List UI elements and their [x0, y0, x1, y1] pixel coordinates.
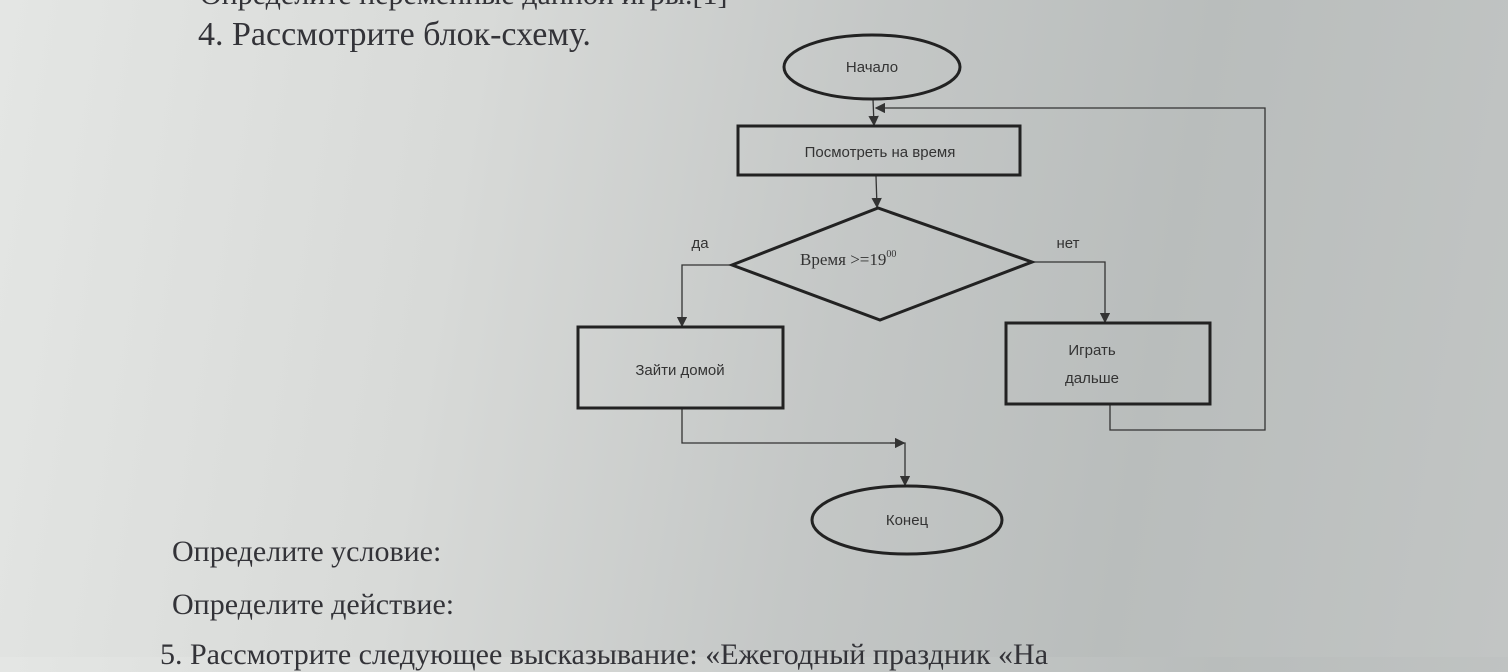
arrow-step-to-condition [871, 175, 882, 209]
end-label: Конец [886, 512, 929, 529]
question-5-text: 5. Рассмотрите следующее высказывание: «… [160, 638, 1049, 671]
condition-label: Время >=1900 [800, 249, 896, 269]
loop-back-arrow [874, 102, 1266, 431]
arrow-start-to-step [868, 98, 879, 127]
arrow-yes-to-end [681, 408, 911, 487]
no-action-label-1: Играть [1068, 342, 1115, 359]
cut-off-question-text: Определите переменные данной игры.[1] [200, 0, 727, 12]
yes-action-box [576, 325, 785, 410]
end-terminal [810, 484, 1004, 556]
flowchart: Начало Посмотреть на время Время >=1900 … [576, 33, 1266, 556]
condition-sup: 00 [886, 249, 896, 260]
condition-base: Время >=19 [800, 250, 886, 269]
start-terminal [782, 33, 962, 101]
yes-label: да [691, 235, 709, 252]
question-4-heading: 4. Рассмотрите блок-схему. [198, 16, 591, 53]
arrow-no [1032, 261, 1111, 324]
yes-action-label: Зайти домой [635, 362, 724, 379]
no-label: нет [1057, 235, 1080, 252]
condition-prompt: Определите условие: [172, 535, 442, 568]
step-label: Посмотреть на время [805, 144, 956, 161]
start-label: Начало [846, 59, 898, 76]
step-box [736, 124, 1022, 177]
no-action-label-2: дальше [1065, 370, 1119, 387]
action-prompt: Определите действие: [172, 588, 455, 621]
condition-diamond [727, 206, 1037, 322]
arrow-yes [676, 264, 732, 328]
no-action-box [1004, 321, 1212, 406]
